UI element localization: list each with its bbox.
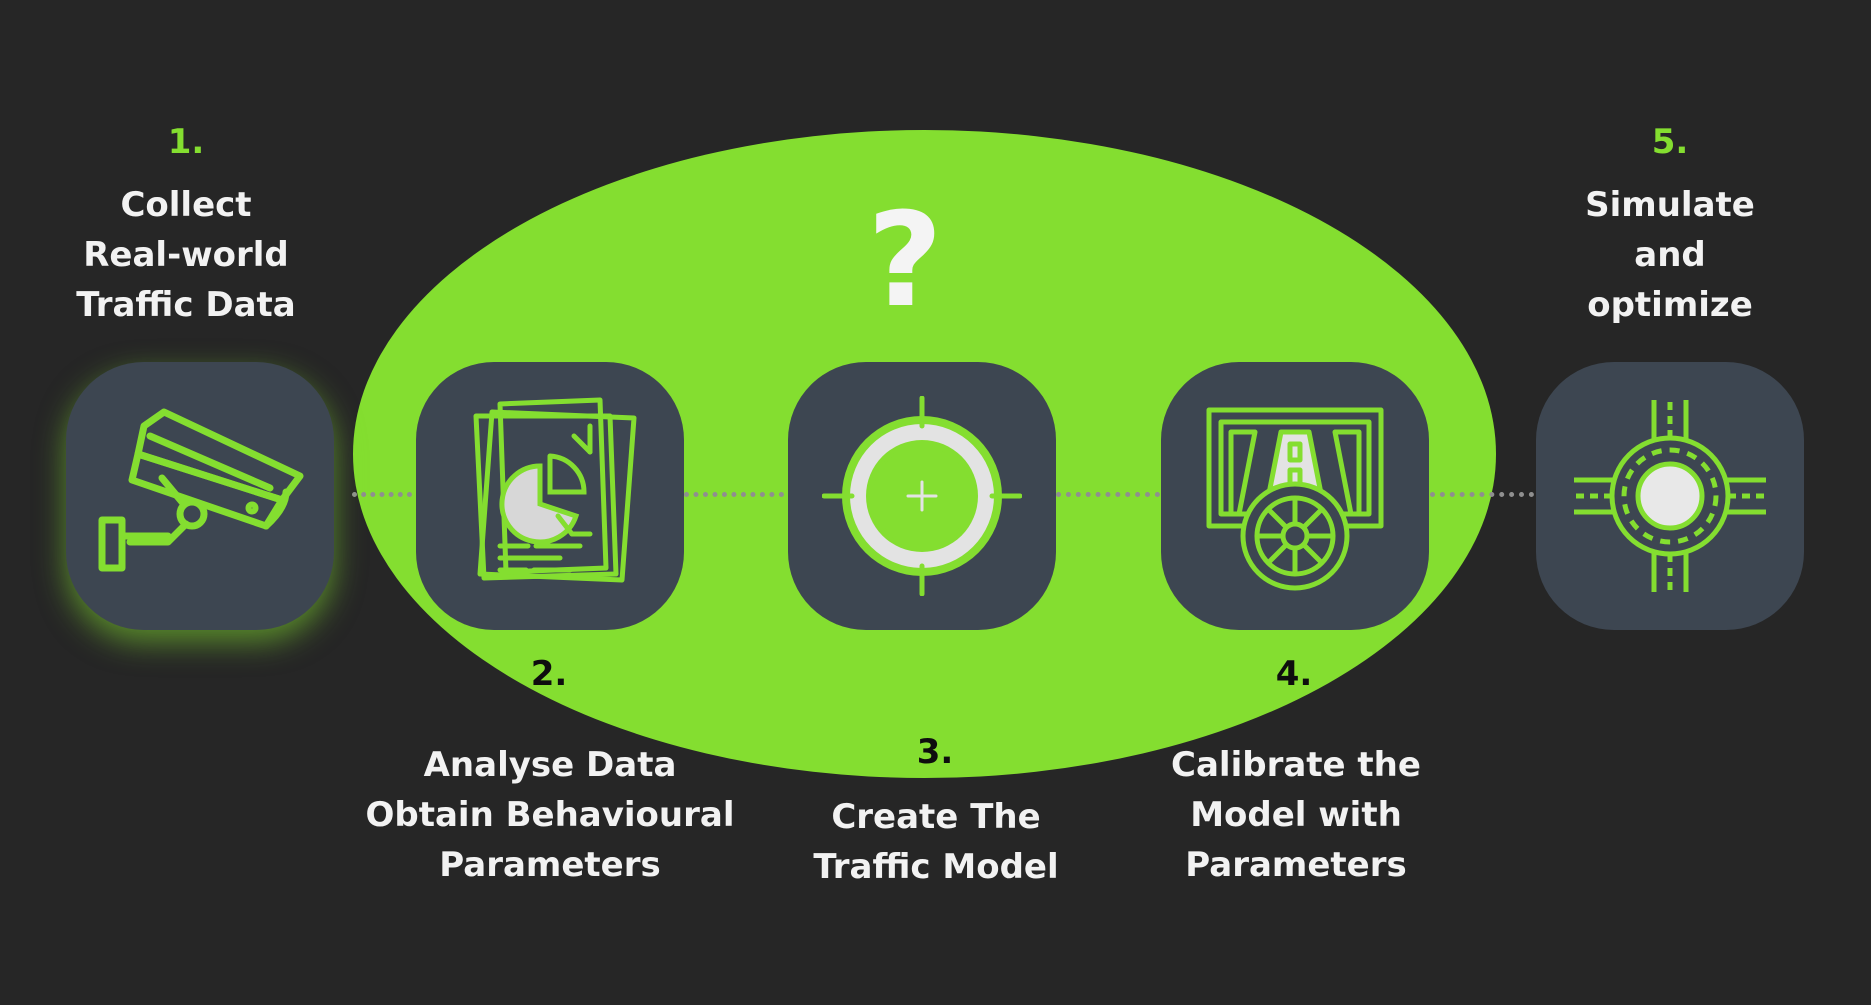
step-5-tile (1536, 362, 1804, 630)
step-4-tile (1161, 362, 1429, 630)
road-tunnel-wheel-icon (1206, 407, 1384, 591)
step-2-number: 2. (530, 654, 568, 694)
step-4-label: Calibrate the Model with Parameters (1171, 745, 1421, 885)
step-1-number: 1. (167, 122, 205, 162)
connector-1-2 (352, 492, 412, 497)
step-5-number: 5. (1651, 122, 1689, 162)
crosshair-target-icon (822, 396, 1022, 596)
step-3-tile (788, 362, 1056, 630)
cctv-camera-icon (98, 408, 304, 572)
connector-4-5 (1430, 492, 1534, 497)
step-2-tile (416, 362, 684, 630)
step-5-label: Simulate and optimize (1585, 185, 1755, 325)
connector-2-3 (684, 492, 784, 497)
step-1-label: Collect Real-world Traffic Data (76, 185, 296, 325)
step-2-label: Analyse Data Obtain Behavioural Paramete… (365, 745, 735, 885)
step-3-number: 3. (916, 732, 954, 772)
step-1-tile (66, 362, 334, 630)
question-mark: ? (867, 184, 943, 336)
roundabout-icon (1574, 400, 1766, 592)
connector-3-4 (1056, 492, 1160, 497)
step-3-label: Create The Traffic Model (813, 797, 1059, 887)
report-pie-chart-icon (473, 397, 637, 583)
step-4-number: 4. (1275, 654, 1313, 694)
